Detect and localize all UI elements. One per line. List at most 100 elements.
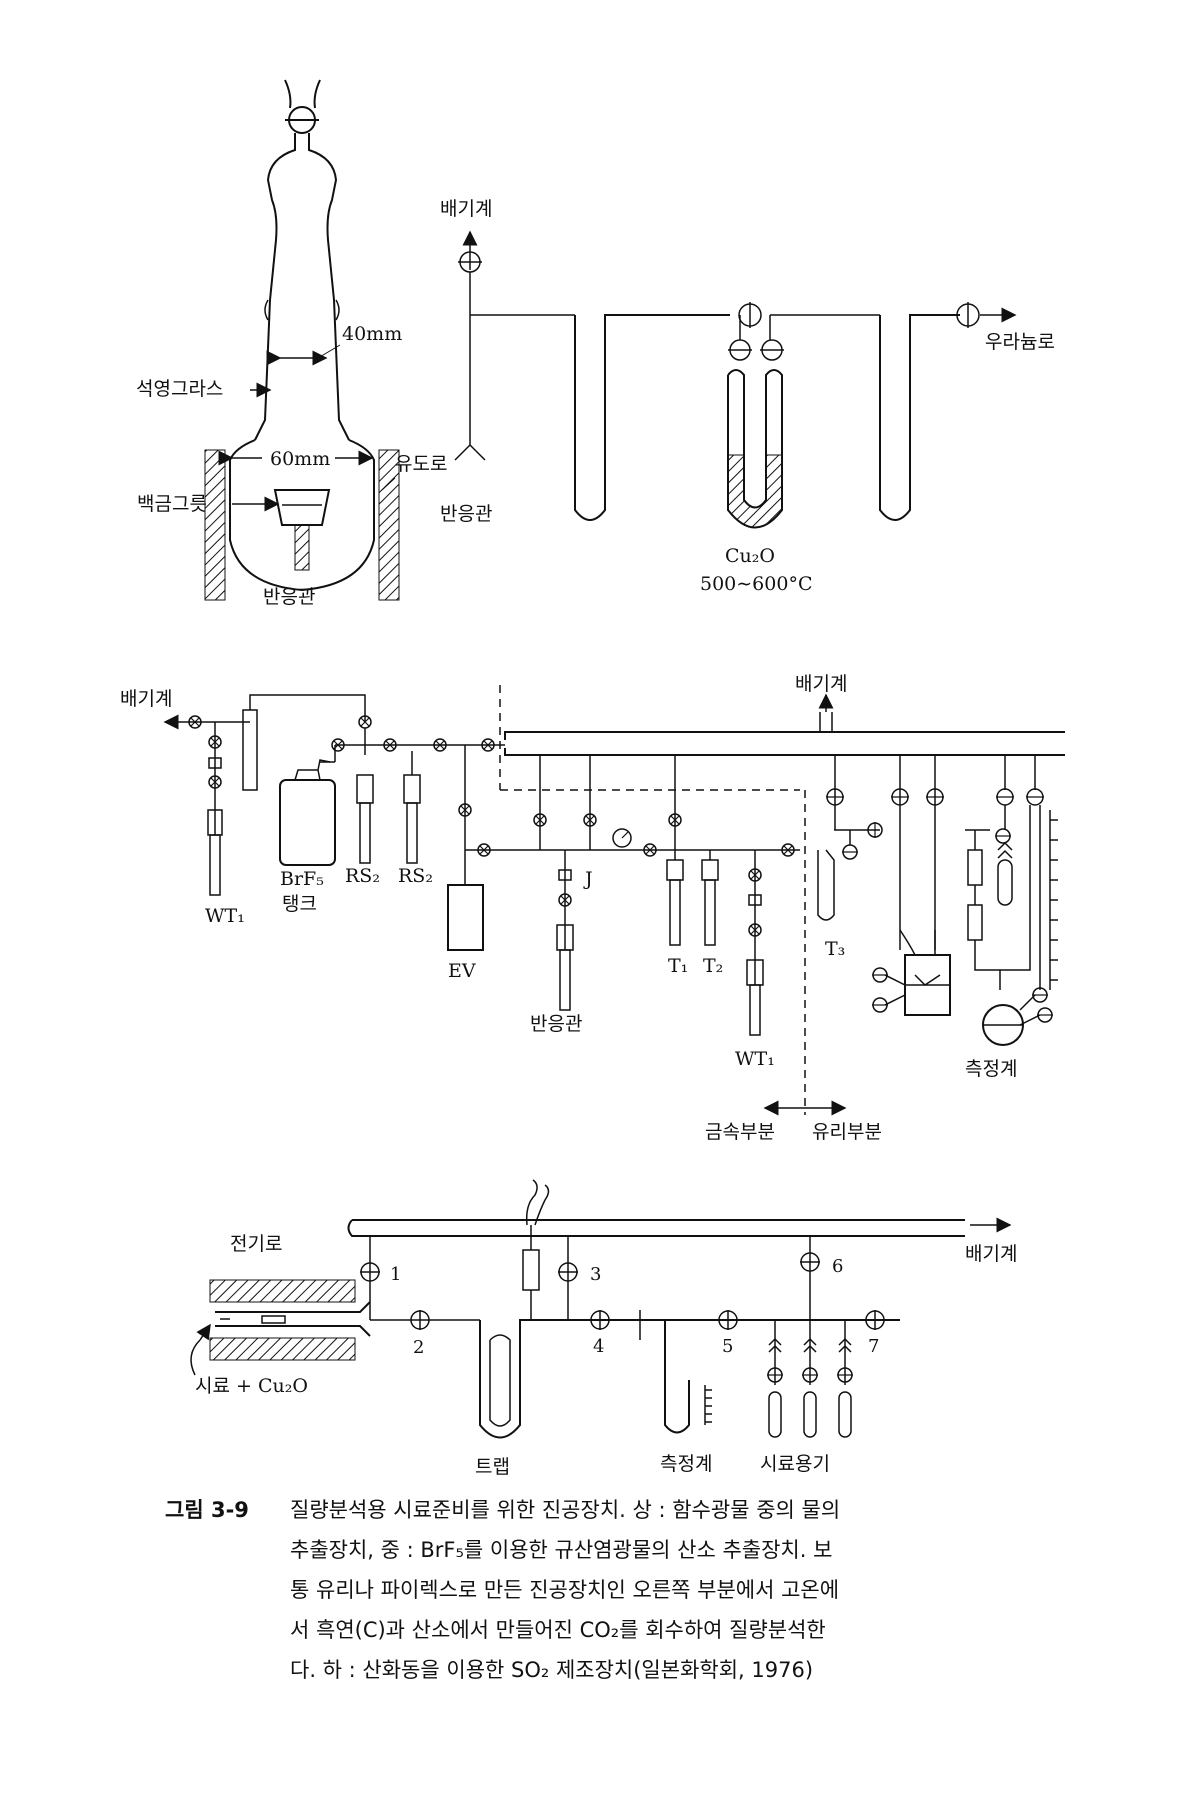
figure-number: 그림 3-9 [165, 1498, 249, 1522]
stopcock-icon [891, 788, 909, 806]
reaction-tube-inlet-label: 반응관 [440, 503, 492, 525]
scale-ticks [1049, 810, 1058, 990]
t1-label: T₁ [668, 955, 688, 977]
needle-valve-icon [781, 843, 795, 857]
sample-container-label: 시료용기 [760, 1453, 830, 1475]
needle-valve-icon [748, 868, 762, 882]
gauge-middle-label: 측정계 [965, 1058, 1017, 1080]
caption-line-2: 추출장치, 중 : BrF₅를 이용한 규산염광물의 산소 추출장치. 보 [290, 1538, 833, 1562]
stopcock-icon [956, 302, 980, 328]
valve-4-icon [590, 1310, 610, 1330]
needle-valve-icon [208, 735, 222, 749]
stopcock-icon [842, 844, 858, 860]
caption-line-5: 다. 하 : 산화동을 이용한 SO₂ 제조장치(일본화학회, 1976) [290, 1658, 814, 1682]
brf5-extraction-line: 배기계 WT₁ BrF₅ 탱크 RS₂ RS [120, 673, 1065, 1143]
needle-valve-icon [668, 813, 682, 827]
quartz-glass-label: 석영그라스 [136, 378, 223, 400]
needle-valve-icon [383, 738, 397, 752]
stopcock-icon [872, 997, 888, 1013]
cu2o-label: Cu₂O [725, 545, 775, 567]
stopcock-icon [996, 788, 1014, 806]
t3-label: T₃ [825, 938, 845, 960]
stopcock-icon [872, 967, 888, 983]
glass-part-label: 유리부분 [812, 1121, 882, 1143]
reaction-tube-middle-label: 반응관 [530, 1013, 582, 1035]
inner-diameter-label: 40mm [342, 323, 402, 345]
cu2o-u-tube [727, 369, 783, 529]
wt1-left-label: WT₁ [205, 905, 245, 927]
electric-furnace-label: 전기로 [230, 1233, 282, 1255]
exhaust-label-bottom: 배기계 [965, 1243, 1017, 1265]
stopcock-icon [1026, 788, 1044, 806]
rs2-b-label: RS₂ [398, 865, 433, 887]
valve-4-label: 4 [593, 1336, 604, 1357]
wt1-middle-label: WT₁ [735, 1048, 775, 1070]
stopcock-icon [285, 106, 319, 134]
platinum-crucible-label: 백금그릇 [137, 493, 207, 515]
so2-preparation-line: 전기로 배기계 시료 + Cu₂O 1 2 트랩 3 4 [190, 1179, 1017, 1478]
reaction-tube-label-top: 반응관 [263, 586, 315, 608]
exhaust-label-right: 배기계 [795, 673, 847, 695]
manometer [664, 1320, 712, 1434]
water-extraction-apparatus: 40mm 석영그라스 60mm 유도로 백금그릇 반응관 [136, 79, 447, 608]
trap-label: 트랩 [475, 1456, 510, 1478]
induction-furnace-label: 유도로 [395, 453, 447, 475]
needle-valve-icon [583, 813, 597, 827]
heating-coil [522, 1179, 550, 1291]
stopcock-icon [738, 302, 762, 328]
needle-valve-icon [748, 923, 762, 937]
ev-label: EV [448, 960, 476, 982]
uranium-furnace-label: 우라늄로 [985, 331, 1055, 353]
valve-1-icon [360, 1262, 380, 1282]
stopcock-icon [1032, 987, 1048, 1003]
valve-6-icon [800, 1252, 820, 1272]
stopcock-icon [1037, 1007, 1053, 1023]
caption-line-1: 질량분석용 시료준비를 위한 진공장치. 상 : 함수광물 중의 물의 [290, 1498, 841, 1522]
stopcock-icon [728, 339, 752, 361]
metal-part-label: 금속부분 [705, 1121, 775, 1143]
valve-7-icon [865, 1310, 885, 1330]
needle-valve-icon [331, 738, 345, 752]
j-label: J [583, 868, 593, 890]
needle-valve-icon [643, 843, 657, 857]
brf5-tank-label: 탱크 [282, 893, 317, 915]
needle-valve-icon [477, 843, 491, 857]
sample-vessel-a [767, 1320, 783, 1438]
exhaust-label-top: 배기계 [440, 198, 492, 220]
valve-1-label: 1 [390, 1264, 401, 1285]
sample-vessel-b [802, 1320, 818, 1438]
stopcock-icon [995, 828, 1011, 844]
caption-line-3: 통 유리나 파이렉스로 만든 진공장치인 오른쪽 부분에서 고온에 [290, 1578, 840, 1602]
platinum-crucible [273, 489, 331, 571]
valve-2-label: 2 [413, 1337, 424, 1358]
exhaust-label-left: 배기계 [120, 688, 172, 710]
t2-label: T₂ [703, 955, 723, 977]
stopcock-icon [867, 822, 883, 838]
needle-valve-icon [188, 715, 202, 729]
water-extraction-line: 배기계 반응관 Cu₂O 500∼600°C 우라 [440, 198, 1055, 595]
valve-3-icon [558, 1262, 578, 1282]
valve-5-icon [718, 1310, 738, 1330]
valve-3-label: 3 [590, 1264, 601, 1285]
valve-7-label: 7 [868, 1336, 879, 1357]
pressure-gauge-icon [612, 828, 632, 848]
apparatus-diagrams: 40mm 석영그라스 60mm 유도로 백금그릇 반응관 배기계 반응관 [120, 79, 1065, 1478]
brf5-label: BrF₅ [280, 868, 324, 890]
manometer-bulb-icon [982, 1004, 1024, 1046]
needle-valve-icon [533, 813, 547, 827]
brf5-tank [279, 759, 336, 866]
stopcock-icon [926, 788, 944, 806]
outer-diameter-label: 60mm [270, 448, 330, 470]
trap [479, 1319, 900, 1439]
valve-6-label: 6 [832, 1256, 843, 1277]
sample-cu2o-label: 시료 + Cu₂O [195, 1375, 308, 1397]
gauge-bottom-label: 측정계 [660, 1453, 712, 1475]
furnace-wall-left [204, 449, 226, 601]
temperature-label: 500∼600°C [700, 573, 813, 595]
rs2-a-label: RS₂ [345, 865, 380, 887]
stopcock-icon [760, 339, 784, 361]
needle-valve-icon [458, 803, 472, 817]
caption-line-4: 서 흑연(C)과 산소에서 만들어진 CO₂를 회수하여 질량분석한 [290, 1618, 826, 1642]
sample-vessel-c [837, 1320, 853, 1438]
